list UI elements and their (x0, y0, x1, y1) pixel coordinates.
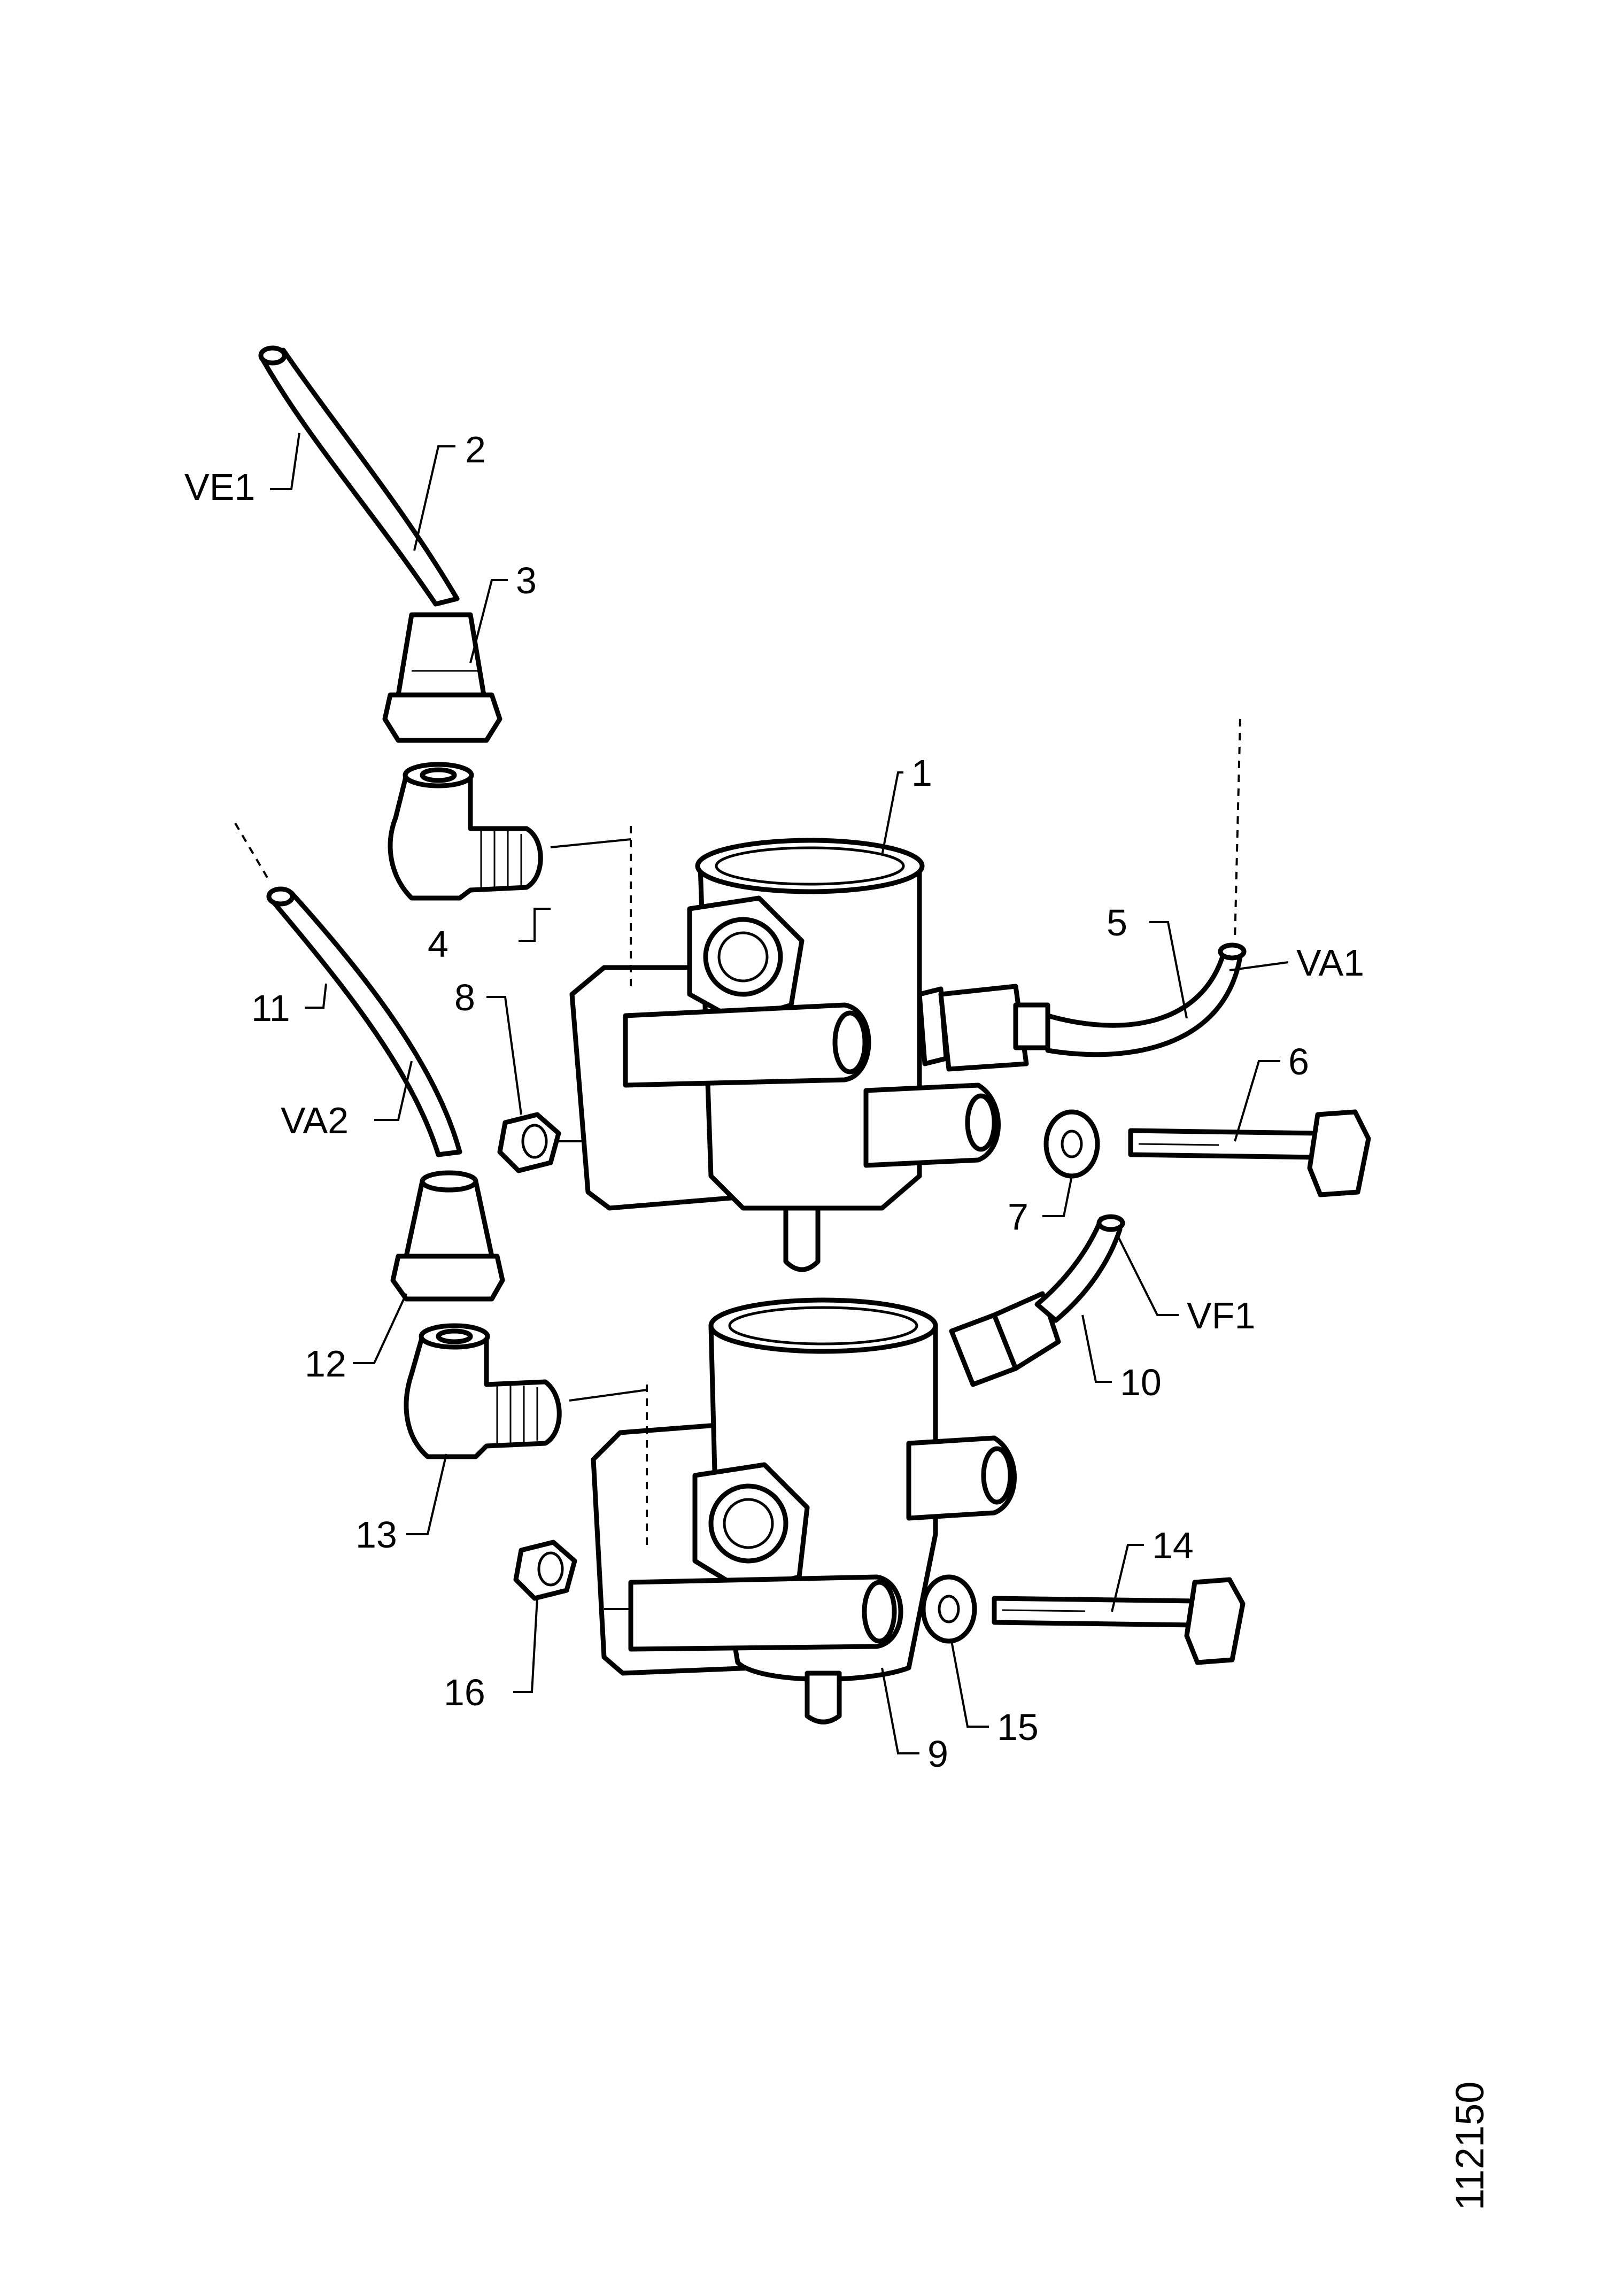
callout-9: 9 (927, 1733, 948, 1775)
drawing-number: 112150 (1448, 2082, 1492, 2210)
callout-10: 10 (1120, 1362, 1162, 1403)
callout-11: 11 (251, 987, 290, 1029)
callout-vf1: VF1 (1187, 1295, 1255, 1336)
cable-va1 (1045, 942, 1247, 1057)
callout-7: 7 (1008, 1196, 1028, 1238)
elbow-fitting-upper (388, 762, 543, 901)
callout-ve1: VE1 (184, 466, 255, 508)
callout-va2: VA2 (281, 1100, 349, 1141)
callout-12: 12 (305, 1343, 346, 1385)
washer-lower (921, 1574, 977, 1644)
hose-va2 (266, 886, 462, 1157)
callout-2: 2 (465, 429, 486, 470)
callout-5: 5 (1107, 902, 1127, 944)
callout-6: 6 (1288, 1041, 1309, 1082)
nut-lower (513, 1540, 577, 1601)
callout-15: 15 (997, 1706, 1039, 1748)
leader-lines (270, 432, 1289, 1754)
washer-upper (1043, 1109, 1100, 1179)
elbow-fitting-lower (404, 1323, 562, 1459)
callout-labels: VE1 2 3 1 4 5 VA1 11 8 6 VA2 7 VF1 10 12… (184, 429, 1364, 1775)
nut-upper (497, 1112, 561, 1173)
callout-13: 13 (355, 1514, 397, 1556)
hose-nut-lower (390, 1170, 505, 1302)
hose-ve1 (258, 345, 460, 607)
callout-1: 1 (911, 752, 932, 794)
callout-va1: VA1 (1296, 942, 1364, 984)
hose-nut-upper (382, 612, 502, 743)
valve-body-upper (569, 838, 1050, 1272)
callout-3: 3 (516, 560, 537, 601)
bolt-lower (992, 1577, 1246, 1665)
alignment-lines (234, 718, 1241, 1550)
callout-16: 16 (444, 1672, 485, 1713)
bolt-upper (1128, 1109, 1371, 1197)
cable-vf1 (1034, 1214, 1125, 1323)
callout-4: 4 (428, 923, 448, 965)
callout-14: 14 (1152, 1525, 1194, 1566)
valve-body-lower (591, 1291, 1061, 1725)
callout-8: 8 (454, 977, 475, 1018)
